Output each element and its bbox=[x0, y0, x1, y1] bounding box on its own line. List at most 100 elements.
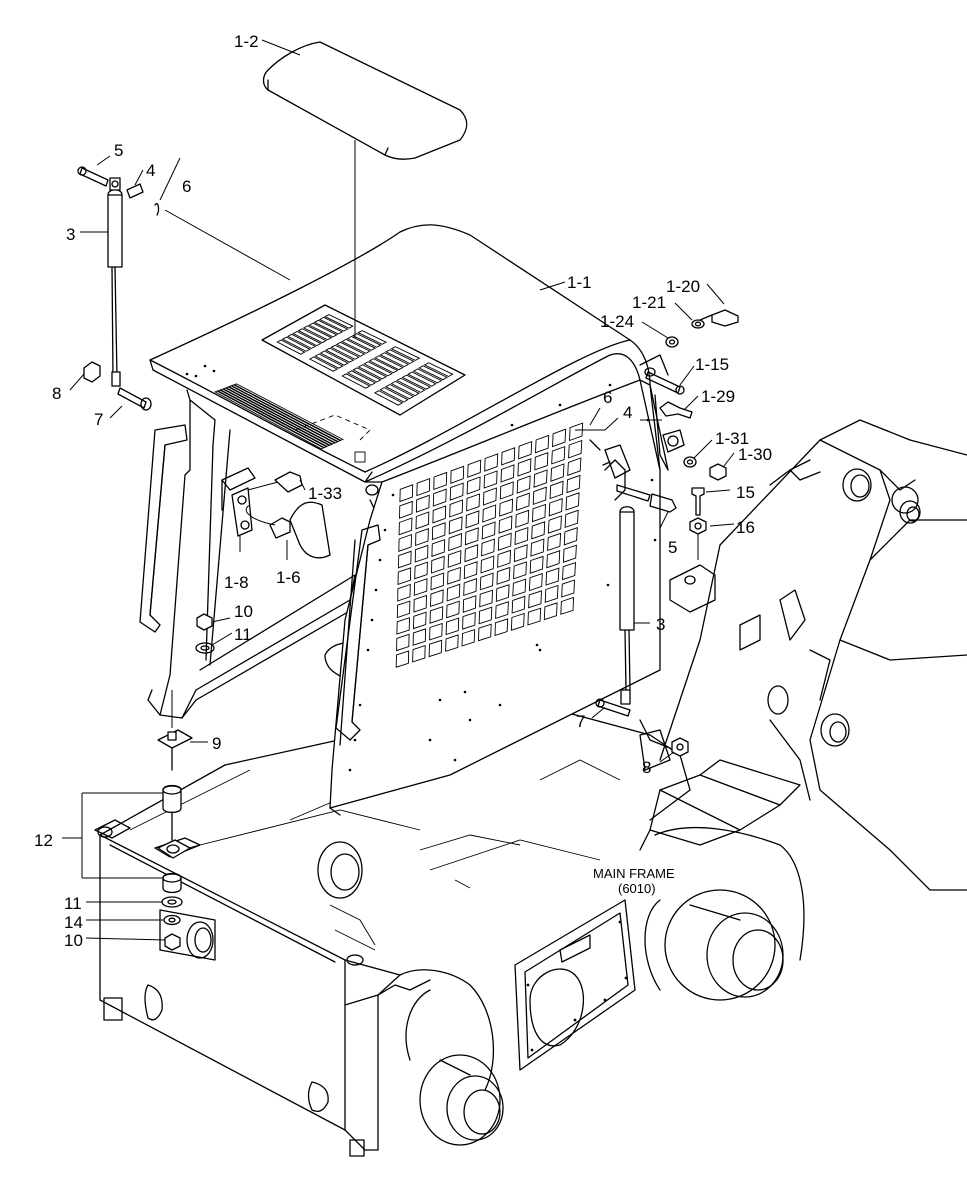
callout-1-8: 1-8 bbox=[224, 573, 249, 592]
grille-cell bbox=[480, 555, 495, 574]
skylight-cell bbox=[318, 316, 349, 332]
grille-cell bbox=[396, 600, 411, 619]
skylight-cell bbox=[396, 377, 426, 393]
skylight-cell bbox=[330, 344, 360, 360]
grille-cell bbox=[445, 634, 459, 652]
front-vent-cell bbox=[225, 386, 336, 445]
callout-12: 12 bbox=[34, 831, 53, 850]
skylight-cell bbox=[357, 330, 388, 345]
callout-1-24: 1-24 bbox=[600, 312, 634, 331]
grille-cell bbox=[515, 492, 530, 511]
latch-assembly bbox=[221, 467, 331, 560]
grille-cell bbox=[547, 515, 562, 534]
grille-cell bbox=[466, 493, 480, 512]
skylight-cell bbox=[423, 362, 454, 378]
callout-1-1: 1-1 bbox=[567, 273, 592, 292]
gas-strut-right bbox=[595, 459, 689, 757]
skylight-cell bbox=[286, 333, 317, 349]
grille-cell bbox=[462, 611, 476, 630]
grille-cell bbox=[447, 549, 462, 568]
callout-4: 4 bbox=[146, 161, 155, 180]
grille-cell bbox=[565, 492, 580, 511]
main-frame-label: MAIN FRAME (6010) bbox=[593, 866, 675, 896]
grille-cell bbox=[498, 515, 513, 534]
grille-cell bbox=[430, 572, 445, 591]
callout-1-33: 1-33 bbox=[308, 484, 342, 503]
skylight-cell bbox=[313, 319, 344, 335]
skylight-cell bbox=[292, 330, 322, 347]
skylight-cell bbox=[314, 353, 344, 369]
grille-cell bbox=[544, 584, 559, 603]
grille-cell bbox=[398, 533, 412, 552]
callout-10: 10 bbox=[234, 602, 253, 621]
grille-cell bbox=[530, 538, 545, 557]
skylight-cell bbox=[379, 352, 410, 368]
main-frame bbox=[94, 419, 967, 1157]
grille-cell bbox=[413, 594, 427, 613]
grille-cell bbox=[528, 572, 543, 592]
front-vent-cell bbox=[227, 385, 339, 444]
grille-cell bbox=[561, 579, 575, 598]
grille-cell bbox=[445, 617, 460, 636]
grille-cell bbox=[448, 516, 463, 535]
callout-3: 3 bbox=[66, 225, 75, 244]
skylight-cell bbox=[308, 356, 339, 372]
skylight-cell bbox=[308, 322, 338, 338]
grille-cell bbox=[431, 555, 445, 574]
grille-cell bbox=[446, 600, 460, 619]
grille-cell bbox=[463, 578, 477, 597]
grille-cell bbox=[510, 612, 525, 631]
gas-strut-left bbox=[77, 166, 291, 411]
skylight-cell bbox=[363, 361, 393, 377]
grille-cell bbox=[513, 561, 527, 580]
skylight-cell bbox=[418, 365, 448, 381]
grille-cell bbox=[449, 499, 464, 518]
front-vent-cell bbox=[219, 388, 331, 447]
grille-cell bbox=[397, 567, 412, 586]
grille-cell bbox=[534, 452, 549, 471]
callout-8: 8 bbox=[52, 384, 61, 403]
grille-cell bbox=[548, 498, 563, 517]
grille-cell bbox=[497, 532, 512, 551]
grille-cell bbox=[465, 510, 480, 529]
grille-cell bbox=[414, 544, 429, 563]
grille-cell bbox=[527, 607, 542, 626]
grille-cell bbox=[431, 522, 446, 541]
callout-3-right: 3 bbox=[656, 615, 665, 634]
grille-cell bbox=[414, 561, 428, 580]
grille-cell bbox=[497, 549, 511, 568]
callout-1-6: 1-6 bbox=[276, 568, 301, 587]
grille-cell bbox=[433, 471, 448, 491]
callout-1-15: 1-15 bbox=[695, 355, 729, 374]
callout-5: 5 bbox=[114, 141, 123, 160]
grille-cell bbox=[516, 475, 531, 494]
grille-cell bbox=[569, 422, 584, 442]
roof-pad bbox=[262, 41, 468, 338]
callout-5-mid: 5 bbox=[668, 538, 677, 557]
grille-cell bbox=[448, 533, 462, 552]
grille-cell bbox=[481, 521, 496, 540]
skylight-cell bbox=[341, 338, 371, 354]
grille-cell bbox=[449, 482, 464, 501]
grille-cell bbox=[432, 505, 447, 524]
skylight-cell bbox=[346, 370, 377, 386]
roof-hardware bbox=[645, 309, 739, 560]
callout-6: 6 bbox=[182, 177, 191, 196]
main-frame-code: (6010) bbox=[618, 881, 656, 896]
grille-cell bbox=[396, 633, 410, 652]
callout-4-mid: 4 bbox=[623, 403, 632, 422]
grille-cell bbox=[546, 550, 561, 569]
grille-cell bbox=[531, 521, 546, 540]
callout-7: 7 bbox=[94, 410, 103, 429]
grille-cell bbox=[550, 463, 565, 482]
callout-11-bot: 11 bbox=[64, 894, 82, 913]
callout-1-30: 1-30 bbox=[738, 445, 772, 464]
skylight-cell bbox=[384, 383, 415, 400]
skylight-cell bbox=[276, 339, 306, 355]
grille-cell bbox=[499, 481, 514, 500]
skylight-cell bbox=[385, 349, 415, 365]
skylight-cell bbox=[324, 314, 354, 329]
grille-cell bbox=[533, 469, 548, 488]
grille-cell bbox=[466, 476, 481, 495]
callout-1-2: 1-2 bbox=[234, 32, 259, 51]
